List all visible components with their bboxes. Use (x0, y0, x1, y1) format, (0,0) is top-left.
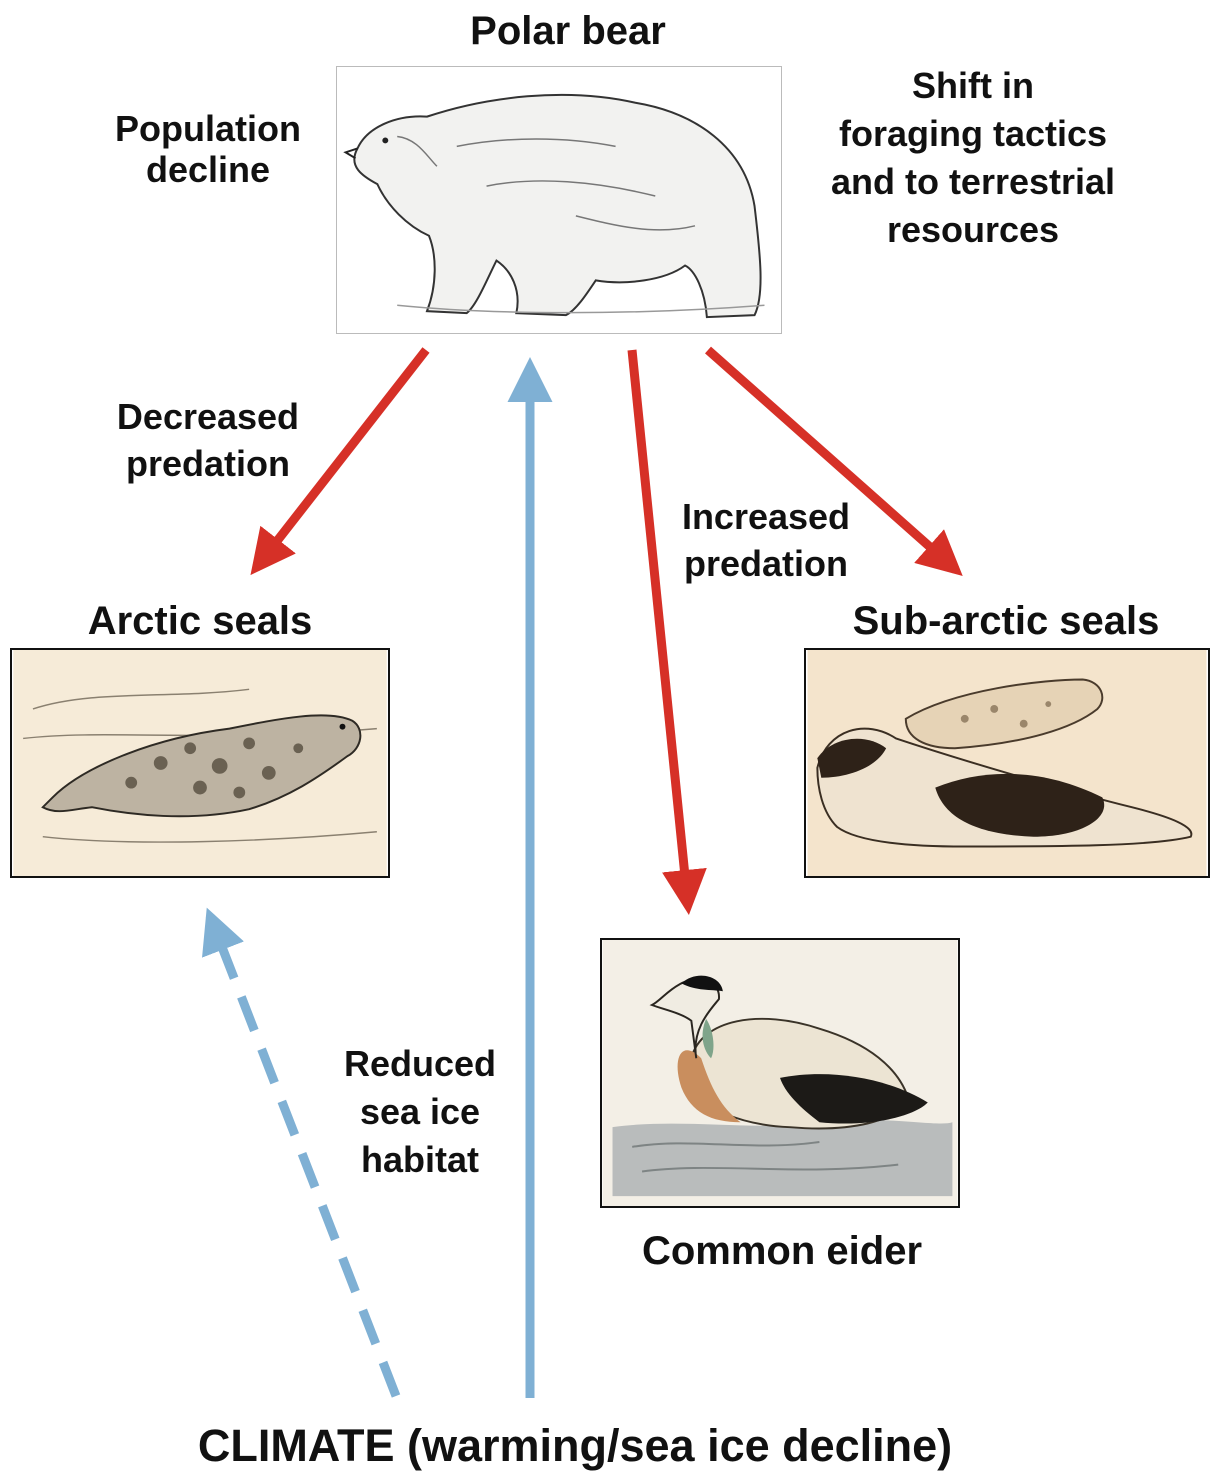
arrow-bear-to-eider (632, 350, 688, 906)
common-eider-title: Common eider (610, 1228, 954, 1274)
common-eider-image (600, 938, 960, 1208)
polar-bear-illustration (337, 67, 781, 333)
population-decline-label: Population decline (100, 108, 316, 191)
subarctic-seals-title: Sub-arctic seals (820, 598, 1192, 644)
polar-bear-image (336, 66, 782, 334)
subarctic-seals-image (804, 648, 1210, 878)
climate-title: CLIMATE (warming/sea ice decline) (110, 1420, 1040, 1472)
decreased-predation-label: Decreased predation (100, 394, 316, 488)
foraging-shift-label: Shift in foraging tactics and to terrest… (800, 62, 1146, 254)
increased-predation-label: Increased predation (664, 494, 868, 588)
subarctic-seals-illustration (806, 650, 1208, 876)
arctic-seals-image (10, 648, 390, 878)
common-eider-illustration (602, 940, 958, 1206)
reduced-sea-ice-label: Reduced sea ice habitat (330, 1040, 510, 1184)
arctic-seal-illustration (12, 650, 388, 876)
arctic-seals-title: Arctic seals (40, 598, 360, 644)
polar-bear-title: Polar bear (400, 8, 736, 54)
